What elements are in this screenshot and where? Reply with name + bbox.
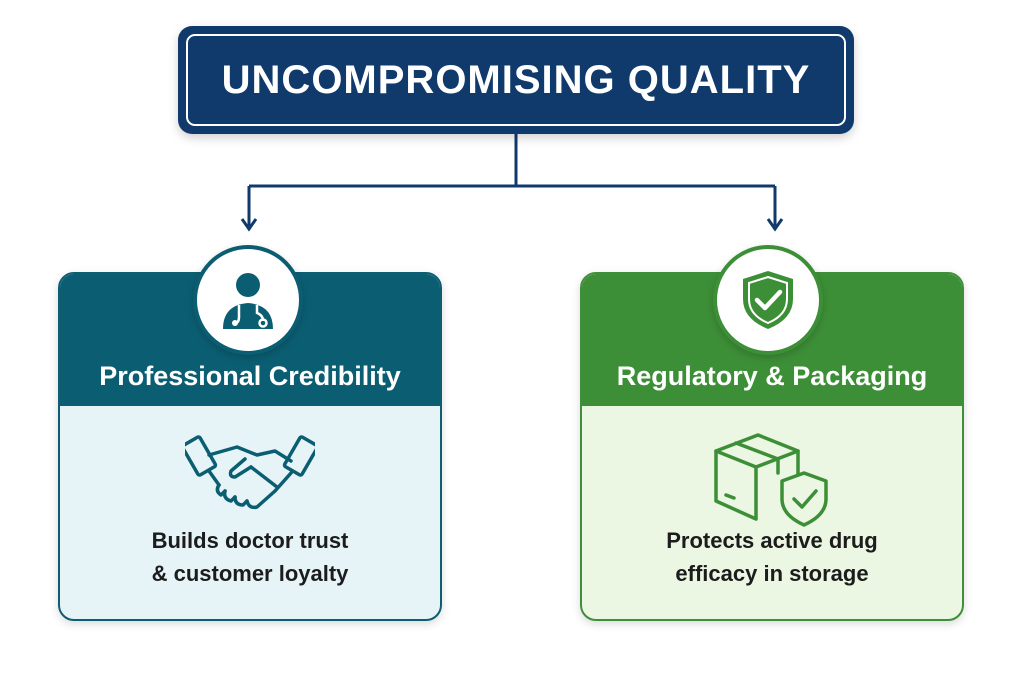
title-box: UNCOMPROMISING QUALITY bbox=[178, 26, 854, 134]
card-description-line: efficacy in storage bbox=[675, 561, 869, 586]
card-description: Protects active drug efficacy in storage bbox=[582, 524, 962, 590]
card-title: Regulatory & Packaging bbox=[616, 361, 928, 391]
shield-check-icon-badge bbox=[713, 245, 823, 355]
card-regulatory-packaging: Regulatory & Packaging Protects active d… bbox=[580, 272, 964, 621]
card-description: Builds doctor trust & customer loyalty bbox=[60, 524, 440, 590]
title-frame: UNCOMPROMISING QUALITY bbox=[186, 34, 846, 126]
handshake-icon bbox=[60, 429, 440, 519]
doctor-icon bbox=[211, 263, 285, 337]
card-description-line: Builds doctor trust bbox=[151, 528, 349, 553]
shield-check-icon bbox=[743, 271, 793, 329]
card-title: Professional Credibility bbox=[99, 361, 401, 391]
card-description-line: Protects active drug bbox=[666, 528, 878, 553]
card-professional-credibility: Professional Credibility Builds doctor t… bbox=[58, 272, 442, 621]
box-shield-icon bbox=[582, 429, 962, 529]
doctor-icon-badge bbox=[193, 245, 303, 355]
card-description-line: & customer loyalty bbox=[151, 561, 349, 586]
diagram-title: UNCOMPROMISING QUALITY bbox=[221, 57, 811, 102]
